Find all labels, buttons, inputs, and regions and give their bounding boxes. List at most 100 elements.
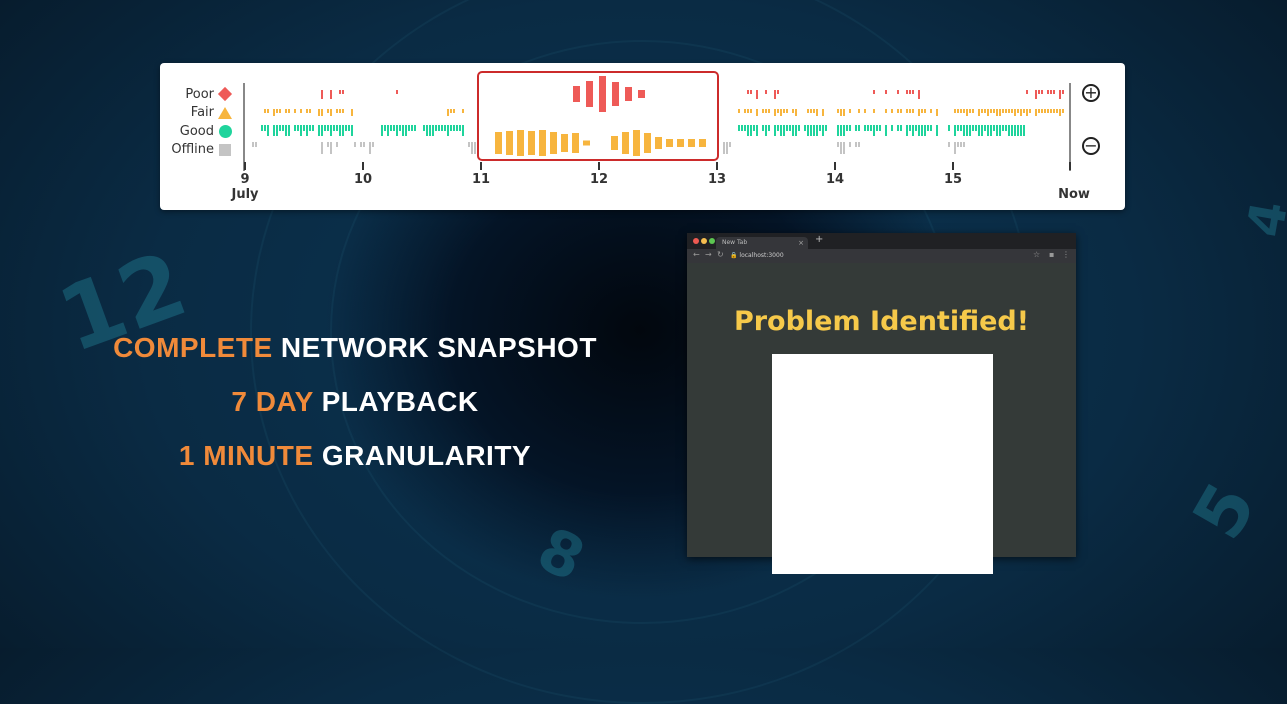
- status-bar-offline: [843, 142, 845, 154]
- menu-icon[interactable]: ⋮: [1062, 250, 1070, 259]
- selected-bar-fair: [583, 140, 590, 146]
- status-bar-offline: [729, 142, 731, 147]
- bookmark-star-icon[interactable]: ☆: [1033, 250, 1041, 259]
- status-bar-good: [321, 125, 323, 136]
- status-bar-good: [381, 125, 383, 136]
- status-bar-good: [867, 125, 869, 131]
- zoom-in-icon: +: [1084, 83, 1098, 102]
- status-bar-good: [741, 125, 743, 131]
- status-bar-good: [804, 125, 806, 131]
- status-bar-good: [918, 125, 920, 136]
- selected-bar-fair: [528, 131, 535, 155]
- status-bar-poor: [1047, 90, 1049, 94]
- maximize-window-icon[interactable]: [709, 238, 715, 244]
- status-bar-fair: [1035, 109, 1037, 116]
- status-bar-poor: [897, 90, 899, 94]
- status-bar-good: [324, 125, 326, 131]
- day-label: 13: [707, 172, 727, 187]
- status-bar-fair: [1050, 109, 1052, 113]
- selected-bar-poor: [586, 81, 593, 107]
- day-label: 14: [825, 172, 845, 187]
- status-bar-offline: [855, 142, 857, 147]
- close-window-icon[interactable]: [693, 238, 699, 244]
- forward-icon[interactable]: →: [705, 250, 712, 259]
- selected-bar-fair: [550, 132, 557, 154]
- zoom-in-button[interactable]: +: [1082, 84, 1100, 102]
- status-bar-poor: [321, 90, 323, 99]
- status-bar-fair: [321, 109, 323, 116]
- status-bar-good: [789, 125, 791, 131]
- status-bar-good: [348, 125, 350, 131]
- selected-bar-fair: [611, 136, 618, 150]
- status-bar-good: [396, 125, 398, 136]
- status-bar-good: [960, 125, 962, 131]
- status-bar-good: [822, 125, 824, 136]
- status-bar-fair: [294, 109, 296, 113]
- status-bar-good: [753, 125, 755, 131]
- legend-item-fair: Fair: [160, 104, 232, 123]
- browser-tab[interactable]: New Tab ×: [716, 237, 808, 249]
- timeline-track[interactable]: [160, 63, 1125, 210]
- status-bar-offline: [858, 142, 860, 147]
- legend: Poor Fair Good Offline: [160, 85, 233, 159]
- status-bar-fair: [924, 109, 926, 113]
- minimize-window-icon[interactable]: [701, 238, 707, 244]
- status-bar-good: [909, 125, 911, 131]
- status-bar-fair: [993, 109, 995, 113]
- status-bar-poor: [885, 90, 887, 94]
- status-bar-good: [330, 125, 332, 136]
- status-bar-good: [351, 125, 353, 136]
- status-bar-good: [312, 125, 314, 131]
- status-bar-good: [1011, 125, 1013, 136]
- status-bar-poor: [750, 90, 752, 94]
- status-bar-good: [267, 125, 269, 136]
- status-bar-good: [1023, 125, 1025, 136]
- new-tab-icon[interactable]: +: [815, 234, 824, 245]
- status-bar-good: [279, 125, 281, 131]
- status-bar-good: [807, 125, 809, 136]
- status-bar-fair: [765, 109, 767, 113]
- status-bar-good: [345, 125, 347, 131]
- status-bar-fair: [1062, 109, 1064, 113]
- status-bar-fair: [837, 109, 839, 113]
- status-bar-fair: [1056, 109, 1058, 113]
- status-bar-good: [261, 125, 263, 131]
- selected-bar-poor: [573, 86, 580, 102]
- status-bar-fair: [909, 109, 911, 113]
- status-bar-good: [768, 125, 770, 131]
- status-bar-good: [849, 125, 851, 131]
- status-bar-fair: [984, 109, 986, 113]
- extension-icon[interactable]: ▪: [1049, 250, 1055, 259]
- status-bar-poor: [906, 90, 908, 94]
- status-bar-good: [969, 125, 971, 136]
- tab-close-icon[interactable]: ×: [798, 239, 804, 247]
- status-bar-offline: [336, 142, 338, 147]
- reload-icon[interactable]: ↻: [717, 250, 724, 259]
- status-bar-fair: [999, 109, 1001, 116]
- legend-label: Offline: [171, 142, 214, 158]
- status-bar-good: [936, 125, 938, 136]
- status-bar-fair: [1002, 109, 1004, 113]
- status-bar-fair: [267, 109, 269, 113]
- day-label: 15: [943, 172, 963, 187]
- status-bar-good: [441, 125, 443, 131]
- status-bar-fair: [462, 109, 464, 113]
- selected-bar-fair: [561, 134, 568, 152]
- address-bar[interactable]: 🔒 localhost:3000: [730, 251, 1030, 261]
- status-bar-fair: [1005, 109, 1007, 113]
- zoom-out-button[interactable]: −: [1082, 137, 1100, 155]
- feature-text: PLAYBACK: [321, 386, 479, 417]
- background-clock-numeral: 5: [1176, 469, 1273, 553]
- feature-list: COMPLETE NETWORK SNAPSHOT 7 DAY PLAYBACK…: [100, 330, 610, 492]
- status-bar-fair: [450, 109, 452, 113]
- status-bar-fair: [840, 109, 842, 116]
- status-bar-fair: [339, 109, 341, 113]
- status-bar-good: [957, 125, 959, 131]
- back-icon[interactable]: ←: [693, 250, 700, 259]
- status-bar-good: [303, 125, 305, 131]
- status-bar-good: [924, 125, 926, 136]
- status-bar-offline: [360, 142, 362, 147]
- selected-bar-fair: [506, 131, 513, 155]
- status-bar-offline: [726, 142, 728, 154]
- status-bar-good: [885, 125, 887, 136]
